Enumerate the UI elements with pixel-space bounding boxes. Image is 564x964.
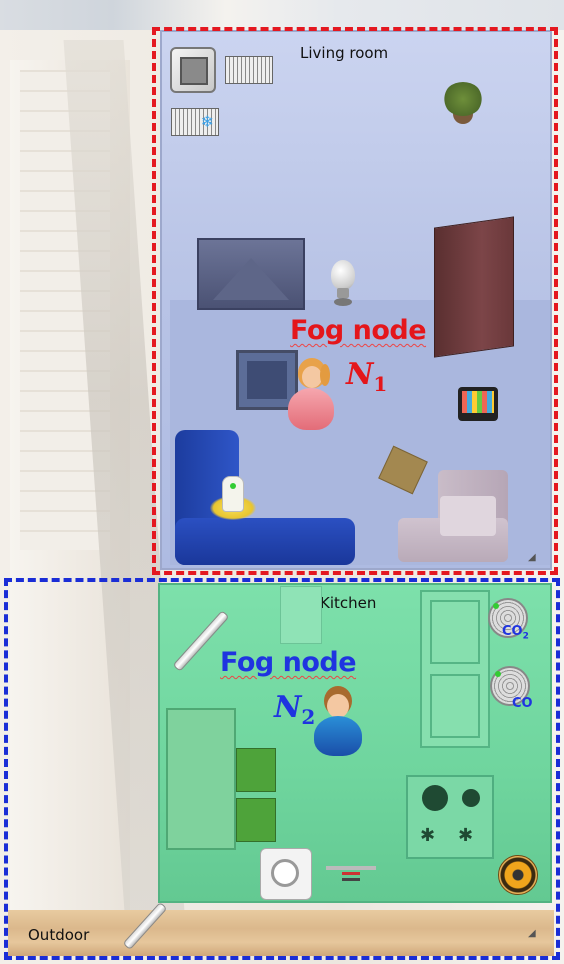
stove-icon: ✱ ✱ xyxy=(406,775,494,859)
tv-icon[interactable] xyxy=(197,238,305,310)
table-icon xyxy=(166,708,236,850)
co2-sub: 2 xyxy=(522,631,529,642)
presence-sensor-icon[interactable] xyxy=(210,476,256,522)
fog-node-2-label: Fog node xyxy=(220,647,357,678)
man-avatar-icon[interactable] xyxy=(312,686,364,758)
fridge-icon xyxy=(420,590,490,748)
speaker-icon[interactable] xyxy=(498,855,538,895)
lamp-icon[interactable] xyxy=(328,260,358,308)
outdoor-area xyxy=(8,910,554,956)
outdoor-label: Outdoor xyxy=(28,926,90,944)
toaster-icon[interactable] xyxy=(326,862,376,884)
resize-grip-icon[interactable]: ◢ xyxy=(528,928,536,939)
fog-node-1-symbol: N1 xyxy=(346,357,387,396)
tablet-icon[interactable] xyxy=(458,387,498,421)
washing-machine-icon[interactable] xyxy=(260,848,312,900)
chair-icon xyxy=(236,798,276,842)
woman-avatar-icon[interactable] xyxy=(286,358,336,434)
fog-node-1-index: 1 xyxy=(373,372,388,396)
living-room-label: Living room xyxy=(300,44,389,62)
ac-unit-icon[interactable]: ❄ xyxy=(171,108,219,136)
fog-node-2-text: Fog node xyxy=(220,647,357,678)
co2-label: CO xyxy=(502,624,523,639)
hallway-top xyxy=(0,0,564,30)
fog-node-2-boundary xyxy=(4,578,560,960)
sofa-icon xyxy=(175,430,355,565)
fog-node-1-label: Fog node xyxy=(290,315,427,346)
fog-node-1-name: N xyxy=(346,357,374,392)
co-sensor-icon[interactable]: CO xyxy=(490,666,538,714)
fog-node-1-boundary xyxy=(152,27,558,575)
window-icon[interactable] xyxy=(170,47,216,93)
co-label: CO xyxy=(512,696,533,711)
plant-icon xyxy=(443,82,483,134)
chair-icon xyxy=(236,748,276,792)
fog-node-2-index: 2 xyxy=(301,705,316,729)
range-hood-icon xyxy=(280,586,322,644)
armchair-icon xyxy=(398,470,508,562)
radiator-icon[interactable] xyxy=(225,56,273,84)
rug-icon xyxy=(236,350,298,410)
co2-sensor-icon[interactable]: CO2 xyxy=(488,598,536,646)
fog-node-1-text: Fog node xyxy=(290,315,427,346)
fog-node-2-symbol: N2 xyxy=(274,690,315,729)
resize-grip-icon[interactable]: ◢ xyxy=(528,552,536,563)
fog-node-2-name: N xyxy=(274,690,302,725)
kitchen-label: Kitchen xyxy=(320,594,377,612)
